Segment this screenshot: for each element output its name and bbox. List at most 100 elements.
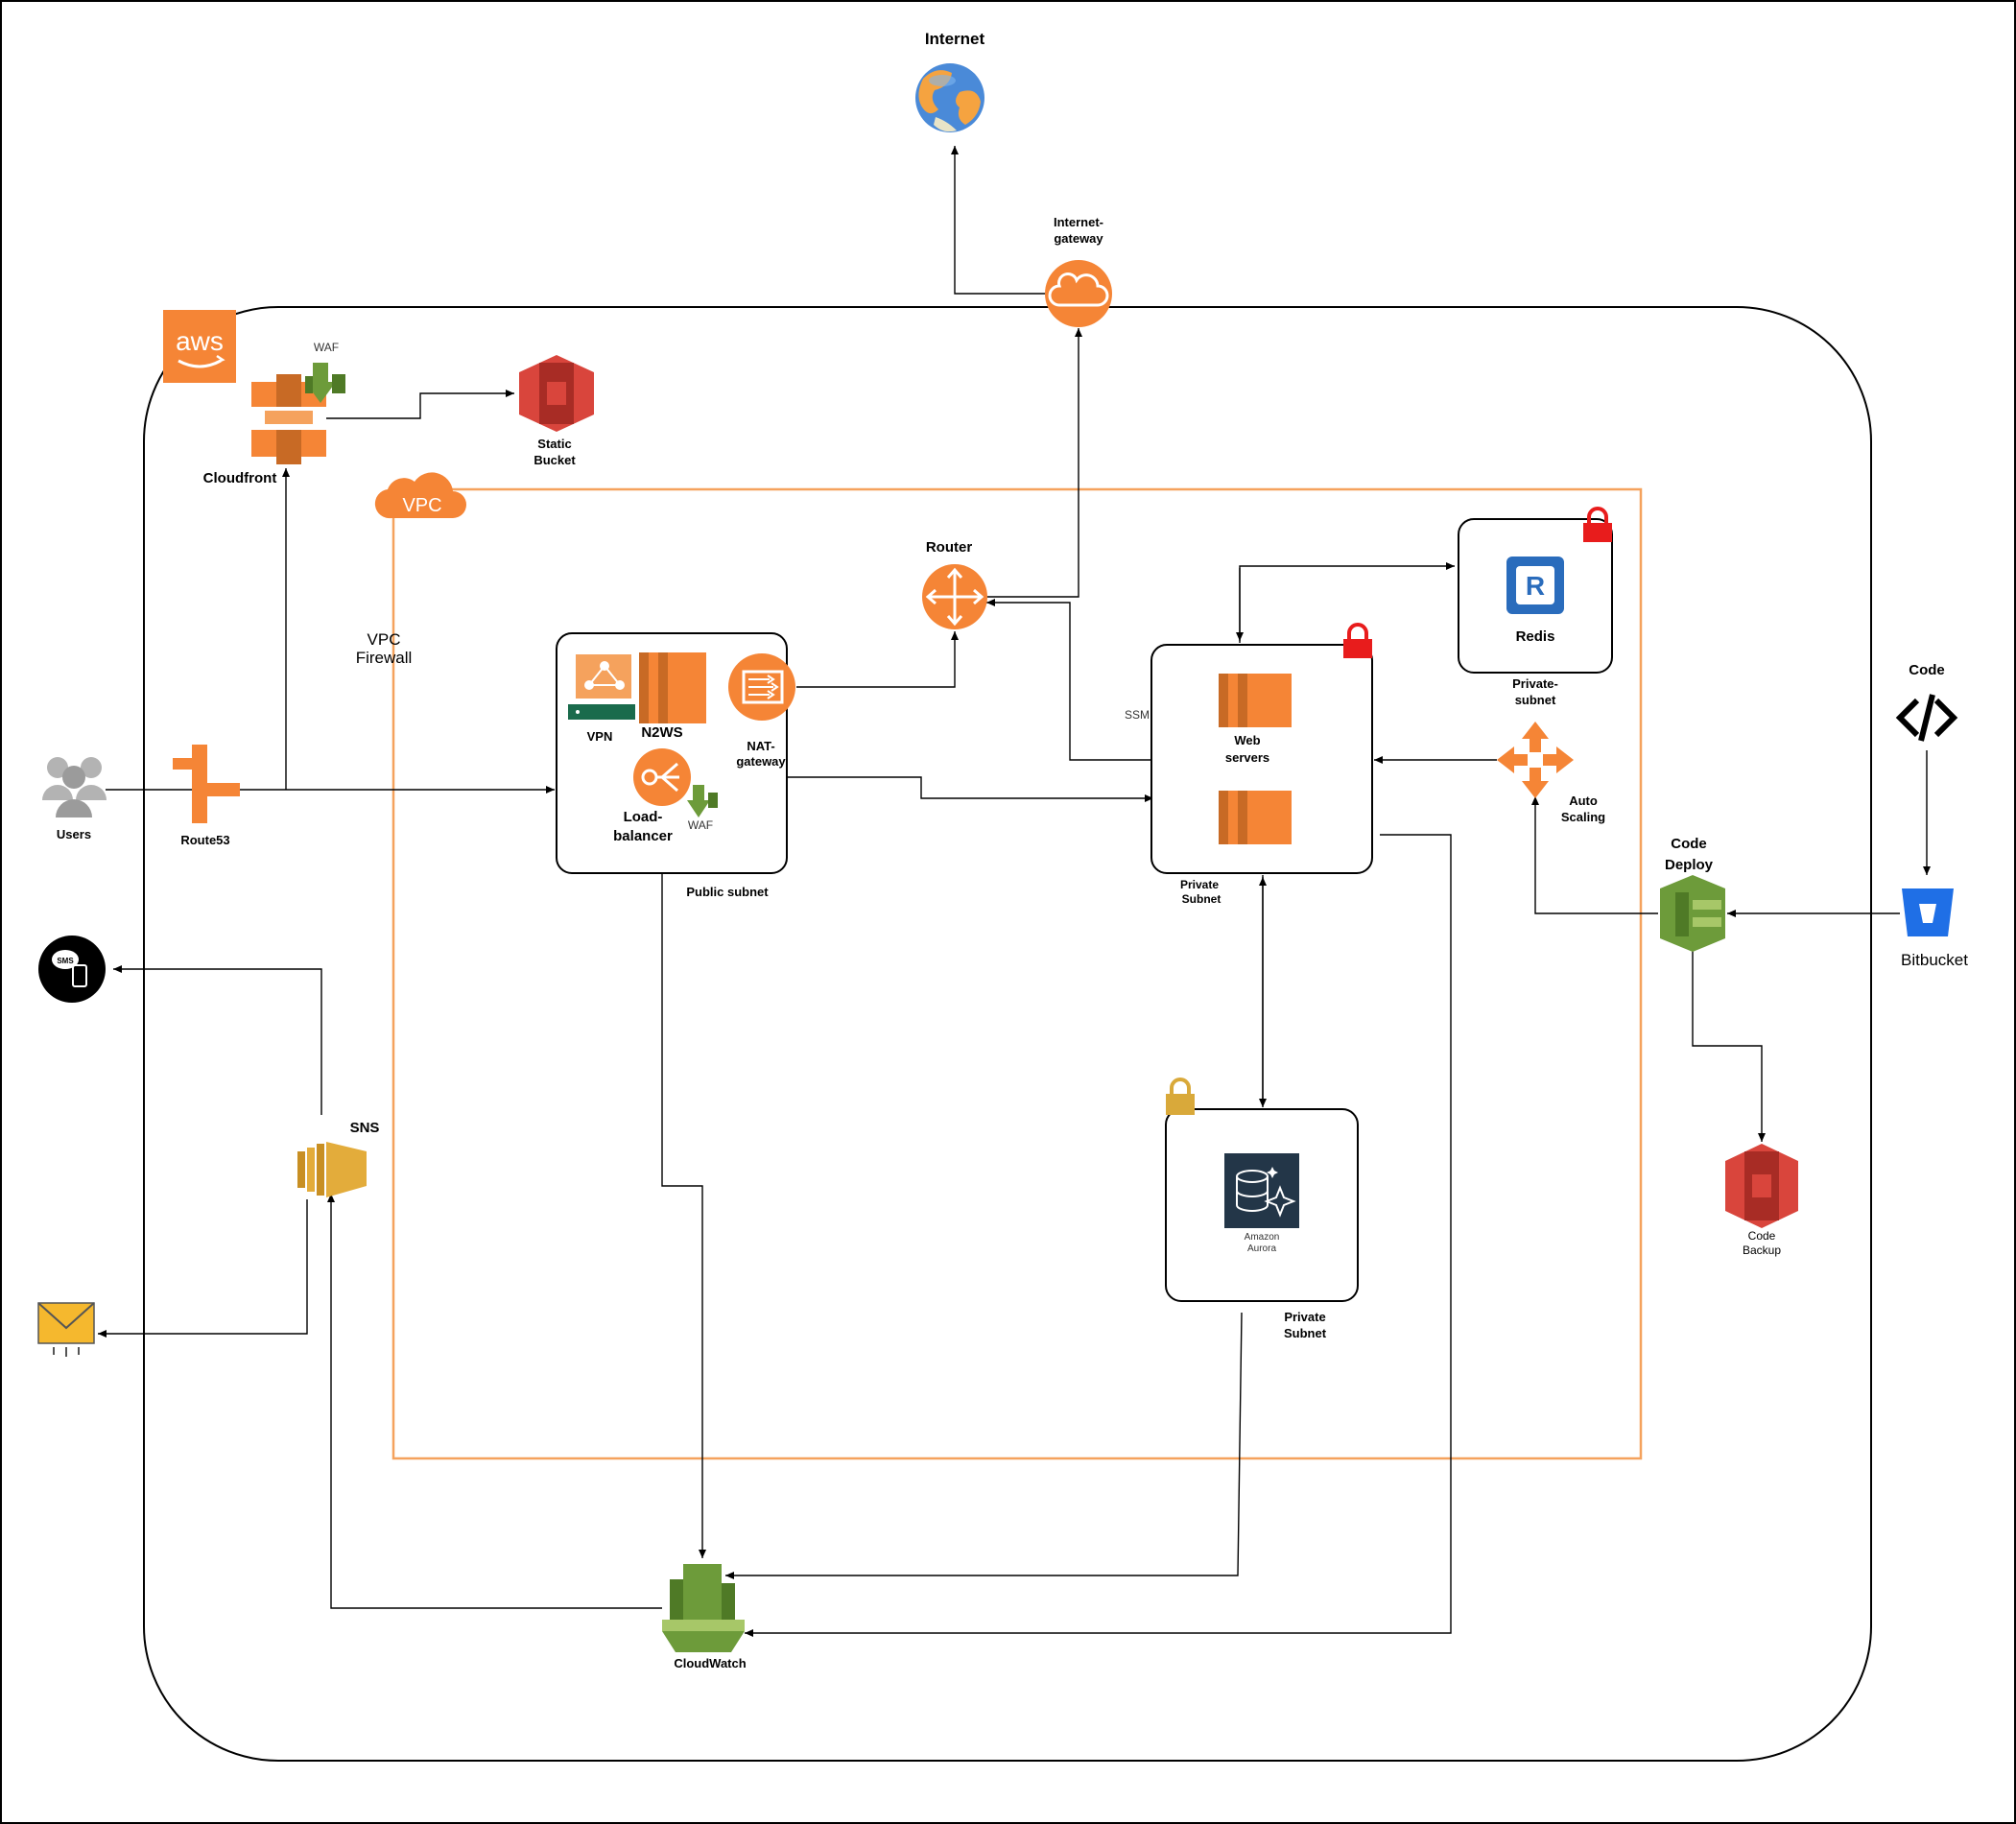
edge-web-cloudwatch (745, 834, 1452, 1637)
cloudwatch-node[interactable]: CloudWatch (662, 1564, 747, 1670)
internet-node[interactable]: Internet (915, 30, 985, 132)
svg-text:Code: Code (1671, 836, 1707, 852)
svg-text:WAF: WAF (314, 341, 339, 354)
internet-gateway[interactable]: Internet- gateway (1045, 215, 1112, 327)
svg-text:Deploy: Deploy (1665, 857, 1714, 873)
aurora-icon (1224, 1153, 1299, 1228)
svg-text:Web: Web (1234, 733, 1260, 747)
svg-text:Load-: Load- (624, 809, 663, 825)
svg-text:Bucket: Bucket (534, 453, 576, 467)
nat-gateway-icon (728, 653, 795, 721)
sns-node[interactable]: SNS (297, 1120, 379, 1197)
aurora-node[interactable]: Amazon Aurora Private Subnet (1165, 1078, 1359, 1340)
svg-text:Users: Users (57, 827, 91, 841)
svg-text:SSM: SSM (1125, 708, 1150, 722)
svg-text:Internet: Internet (925, 30, 985, 48)
svg-text:Static: Static (537, 437, 571, 451)
svg-text:R: R (1526, 571, 1545, 601)
public-subnet-node[interactable]: VPN N2WS NAT- gateway WAF Load- balancer (556, 632, 795, 899)
edge-lb-web (693, 776, 1153, 802)
svg-text:Scaling: Scaling (1561, 810, 1605, 824)
bitbucket-node[interactable]: Bitbucket (1901, 888, 1968, 969)
vpn-icon (568, 654, 635, 720)
svg-text:Backup: Backup (1743, 1244, 1781, 1257)
svg-text:balancer: balancer (613, 828, 673, 844)
svg-text:Private: Private (1284, 1310, 1325, 1324)
svg-text:WAF: WAF (688, 818, 713, 832)
web-servers-box (1150, 644, 1373, 874)
ec2-icon (1219, 674, 1292, 727)
svg-text:subnet: subnet (1515, 693, 1556, 707)
users-icon (42, 757, 107, 817)
sns-icon (297, 1142, 367, 1197)
static-bucket-node[interactable]: Static Bucket (519, 355, 594, 467)
ec2-n2ws-icon (639, 652, 706, 723)
load-balancer-icon (633, 748, 691, 806)
svg-text:Router: Router (926, 539, 972, 556)
svg-text:VPC: VPC (368, 630, 401, 649)
svg-text:VPN: VPN (587, 729, 613, 744)
redis-icon: R (1506, 557, 1564, 614)
svg-text:gateway: gateway (736, 754, 786, 769)
vpc-firewall-label: VPC Firewall (356, 630, 413, 667)
waf-icon (305, 363, 345, 403)
connections (98, 146, 1931, 1637)
svg-text:Subnet: Subnet (1182, 892, 1221, 906)
globe-icon (915, 63, 984, 132)
lock-icon (1166, 1078, 1195, 1115)
route53-node[interactable]: Route53 (173, 745, 240, 847)
svg-text:SMS: SMS (57, 957, 74, 965)
svg-text:Bitbucket: Bitbucket (1901, 951, 1968, 969)
svg-text:Internet-: Internet- (1054, 215, 1103, 229)
svg-text:Subnet: Subnet (1284, 1326, 1327, 1340)
svg-text:Aurora: Aurora (1247, 1244, 1276, 1254)
edge-lb-cloudwatch (661, 814, 706, 1558)
vpc-badge: VPC (374, 472, 466, 519)
users-node[interactable]: Users (42, 757, 107, 841)
router-node[interactable]: Router (922, 539, 987, 629)
svg-text:N2WS: N2WS (641, 724, 682, 741)
edge-web-router (986, 599, 1151, 761)
svg-text:Firewall: Firewall (356, 649, 413, 667)
svg-text:servers: servers (1225, 750, 1269, 765)
code-node[interactable]: Code (1895, 662, 1958, 742)
route53-icon (173, 745, 240, 823)
svg-text:gateway: gateway (1054, 231, 1103, 246)
redis-node[interactable]: R Redis Private- subnet (1458, 507, 1613, 707)
svg-text:Amazon: Amazon (1245, 1232, 1280, 1243)
cloud-gateway-icon (1045, 260, 1112, 327)
edge-router-igw (971, 328, 1082, 598)
lock-icon (1343, 623, 1372, 658)
edge-sns-sms (113, 965, 322, 1115)
web-servers-node[interactable]: SSM Web servers Private Subnet (1125, 623, 1373, 906)
code-brackets-icon (1895, 694, 1958, 742)
edge-aurora-cloudwatch (725, 1312, 1243, 1579)
svg-text:NAT-: NAT- (747, 739, 774, 753)
bitbucket-icon (1902, 888, 1954, 936)
svg-text:VPC: VPC (402, 495, 441, 516)
waf-lb-icon (687, 785, 718, 817)
svg-text:Code: Code (1909, 662, 1945, 678)
sms-node[interactable]: SMS (38, 936, 106, 1003)
lock-icon (1583, 507, 1612, 542)
svg-text:Private-: Private- (1512, 676, 1558, 691)
svg-text:Redis: Redis (1516, 628, 1555, 645)
s3-bucket-icon (519, 355, 594, 432)
edge-cloudfront-s3 (326, 390, 514, 419)
svg-text:Code: Code (1748, 1229, 1776, 1243)
cloudfront-node[interactable]: WAF Cloudfront (203, 341, 345, 486)
auto-scaling-icon (1497, 722, 1574, 798)
code-backup-node[interactable]: Code Backup (1725, 1144, 1798, 1257)
cloudwatch-icon (662, 1564, 745, 1652)
codedeploy-icon (1660, 875, 1725, 952)
edge-web-redis (1239, 562, 1455, 643)
auto-scaling-node[interactable]: Auto Scaling (1497, 722, 1605, 824)
email-node[interactable] (37, 1302, 95, 1357)
svg-text:Cloudfront: Cloudfront (203, 470, 277, 486)
edge-nat-router (796, 631, 959, 688)
svg-text:CloudWatch: CloudWatch (674, 1656, 746, 1670)
s3-bucket-icon (1725, 1144, 1798, 1228)
code-deploy-node[interactable]: Code Deploy (1660, 836, 1725, 952)
